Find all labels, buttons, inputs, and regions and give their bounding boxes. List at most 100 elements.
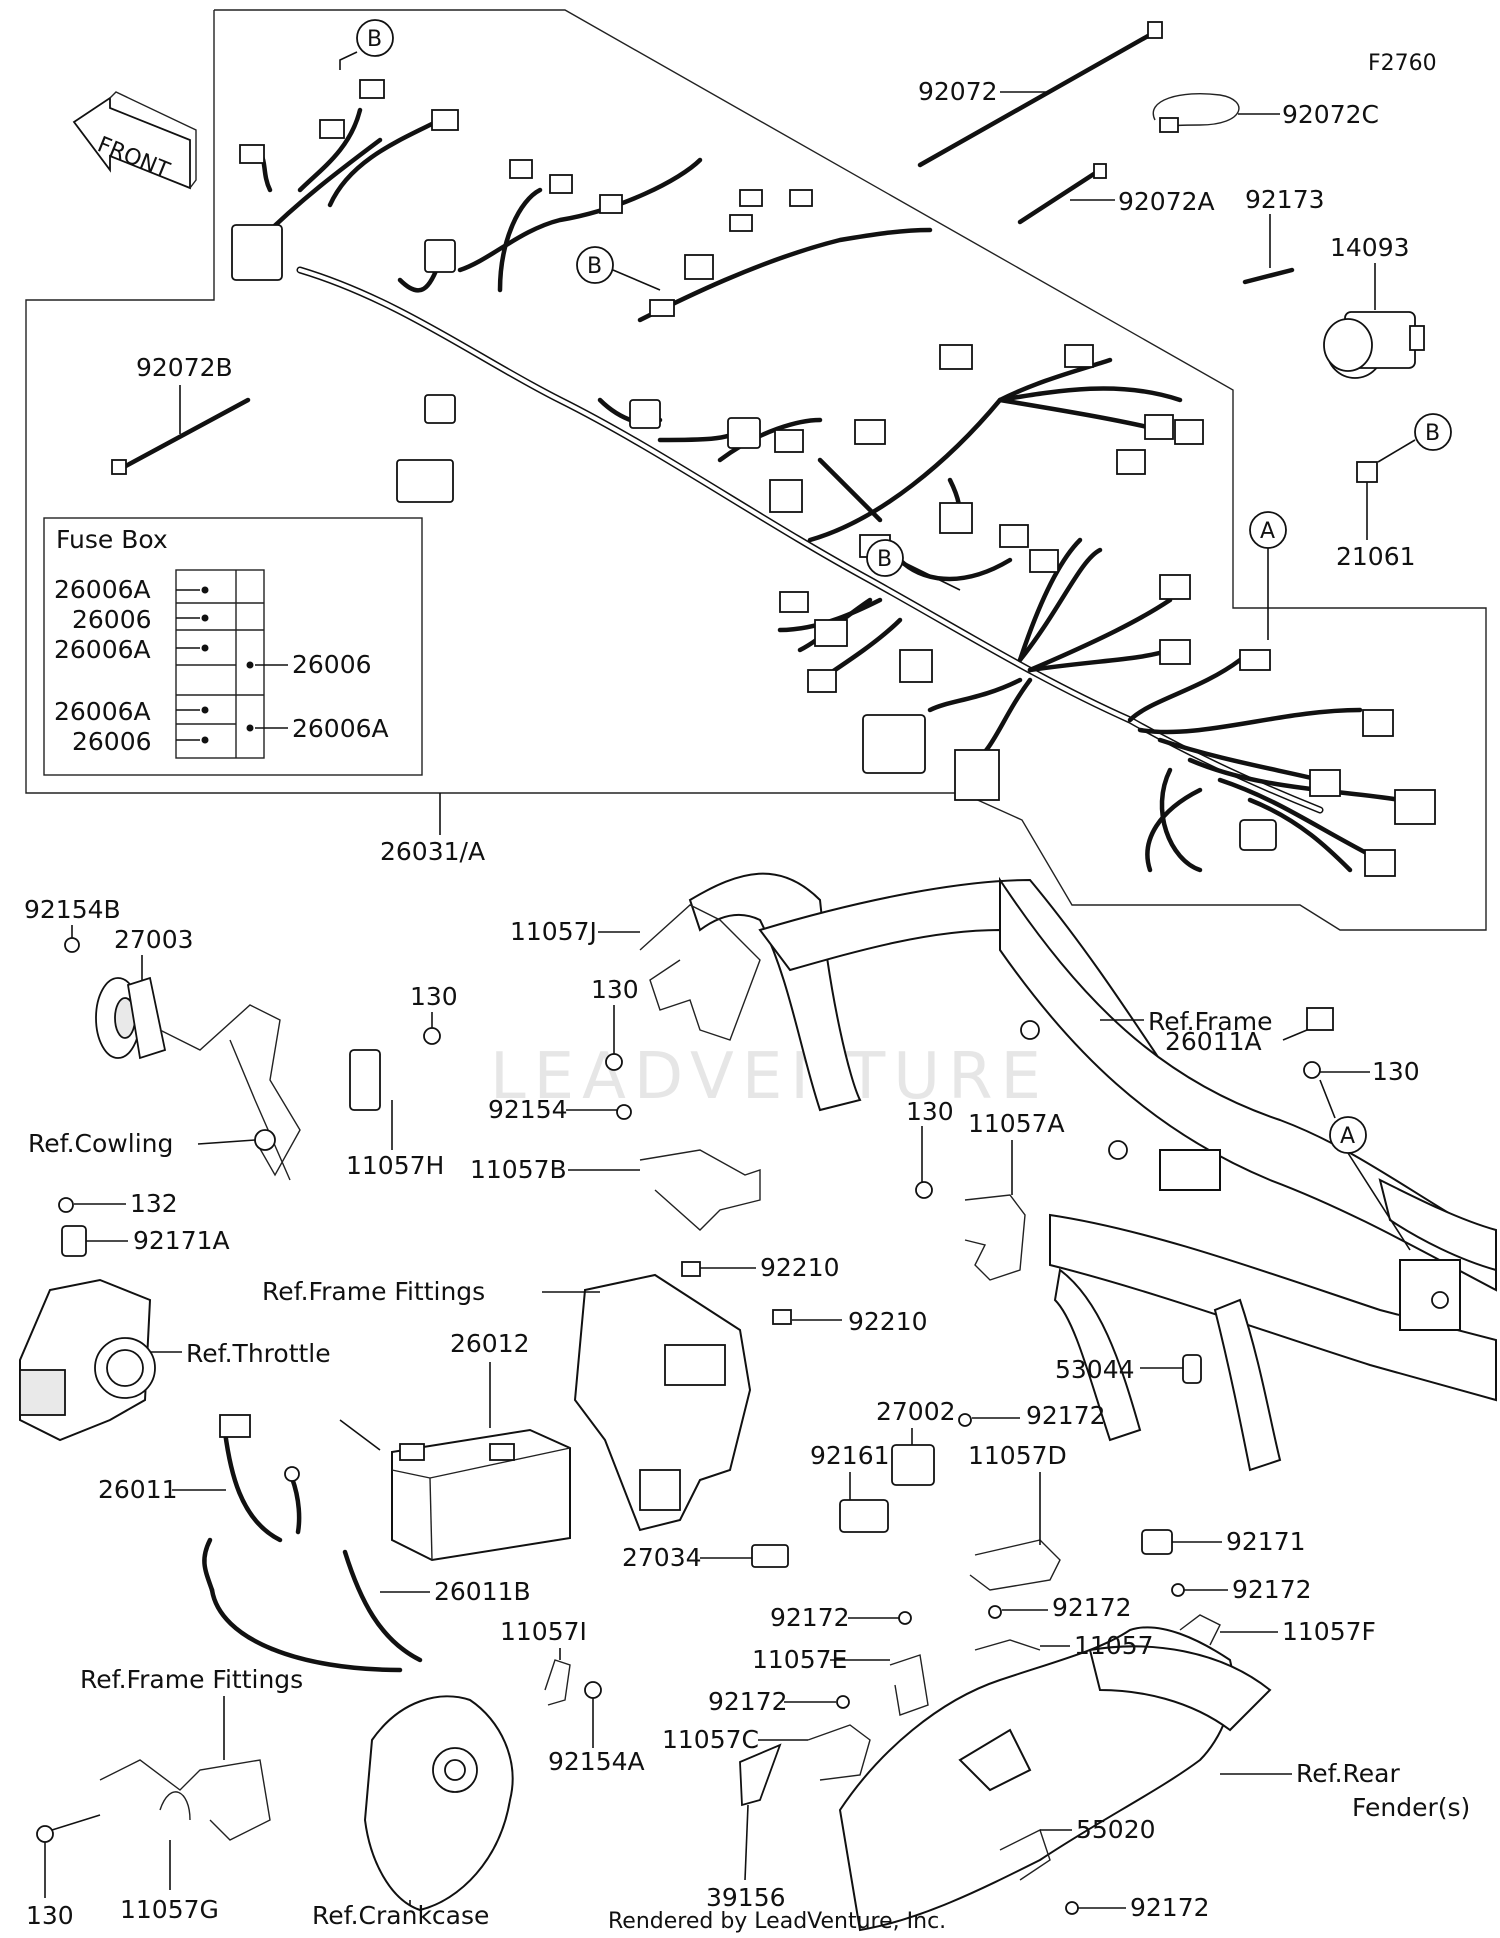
- part-label-a: A: [1340, 1124, 1355, 1149]
- part-label-p53044: 53044: [1055, 1355, 1135, 1384]
- frame-structure: Ref.Frame 130 A: [688, 872, 1497, 1472]
- part-92161: 92161: [810, 1441, 890, 1533]
- part-11057a-bracket: 11057A: [964, 1109, 1065, 1281]
- part-label-p92172-f: 92172: [1130, 1893, 1210, 1922]
- part-11057e-bracket: 92172 11057E: [752, 1603, 929, 1716]
- part-label-p92072c: 92072C: [1282, 100, 1379, 129]
- part-label-p92154b: 92154B: [24, 895, 121, 924]
- part-53044: 53044: [1055, 1354, 1202, 1384]
- fuse-box-inset: Fuse Box 26006A 26006 26006A 26006A 2600…: [43, 517, 423, 776]
- fuse-label-l0: 26006A: [54, 575, 151, 604]
- part-label-ref-frame: Ref.Frame: [1148, 1007, 1272, 1036]
- part-label-p92172-d: 92172: [770, 1603, 850, 1632]
- part-label-p92172-c: 92172: [1052, 1593, 1132, 1622]
- part-label-p27034: 27034: [622, 1543, 702, 1572]
- fuse-label-l3: 26006A: [54, 697, 151, 726]
- part-11057b-bracket: 92154 11057B 130: [470, 1095, 954, 1231]
- part-label-ref-throttle: Ref.Throttle: [186, 1339, 331, 1368]
- part-label-p92210-b: 92210: [848, 1307, 928, 1336]
- part-39156: 39156: [706, 1743, 786, 1912]
- part-label-p11057a: 11057A: [968, 1109, 1065, 1138]
- part-92072c-band: 92072C: [1152, 93, 1379, 133]
- part-label-p14093: 14093: [1330, 233, 1410, 262]
- part-label-p92072: 92072: [918, 77, 998, 106]
- part-92072a-tie: 92072A: [1017, 163, 1215, 225]
- part-label-p26011: 26011: [98, 1475, 178, 1504]
- part-11057j-bracket: 11057J 130: [510, 904, 761, 1071]
- rear-fender: Ref.Rear Fender(s): [838, 1626, 1470, 1932]
- fuse-label-l1: 26006: [72, 605, 152, 634]
- part-55020: 55020 92172: [999, 1815, 1210, 1922]
- part-label-ref-crankcase: Ref.Crankcase: [312, 1901, 489, 1930]
- part-27002: 27002: [876, 1397, 956, 1486]
- part-label-ref-frame-fittings-a: Ref.Frame Fittings: [262, 1277, 485, 1306]
- part-label-p130-e: 130: [26, 1901, 74, 1930]
- fuse-label-l2: 26006A: [54, 635, 151, 664]
- part-label-p26011a: 26011A: [1165, 1027, 1262, 1056]
- part-label-p92161: 92161: [810, 1441, 890, 1470]
- part-label-p92172-a: 92172: [1026, 1401, 1106, 1430]
- part-92173-clip: 92173: [1242, 185, 1325, 285]
- throttle-body: 132 92171A Ref.Throttle: [19, 1189, 331, 1442]
- part-11057c-bracket: 92172 11057C: [662, 1687, 871, 1781]
- part-label-b: B: [587, 254, 602, 279]
- harness-connectors: [231, 79, 1436, 877]
- part-11057d-bracket: 11057D 92172: [958, 1401, 1106, 1591]
- part-label-p130-b: 130: [591, 975, 639, 1004]
- part-label-ref-frame-fittings-b: Ref.Frame Fittings: [80, 1665, 303, 1694]
- part-92171-connector: 92171: [1141, 1527, 1306, 1556]
- part-label-ref-rear-fender: Ref.Rear: [1296, 1759, 1401, 1788]
- callout-b-top: B: [339, 19, 394, 70]
- part-label-p92171a: 92171A: [133, 1226, 230, 1255]
- part-27034: 27034: [622, 1543, 789, 1572]
- part-label-p11057f: 11057F: [1282, 1617, 1376, 1646]
- horn-assembly: 92154B 27003 130 Ref.Cowling 11057H: [24, 895, 458, 1181]
- part-label-p92172-b: 92172: [1232, 1575, 1312, 1604]
- frame-fittings-lower: Ref.Frame Fittings 130 11057G: [26, 1665, 303, 1930]
- part-14093-cap: 14093: [1323, 233, 1425, 379]
- crankcase: Ref.Crankcase: [312, 1695, 514, 1930]
- part-label-p11057b: 11057B: [470, 1155, 567, 1184]
- part-label-p11057d: 11057D: [968, 1441, 1067, 1470]
- part-label-p92072a: 92072A: [1118, 187, 1215, 216]
- callout-a-harness: A: [1249, 511, 1287, 640]
- part-label-p26012: 26012: [450, 1329, 530, 1358]
- part-label-p11057i: 11057I: [500, 1617, 587, 1646]
- part-label-p27002: 27002: [876, 1397, 956, 1426]
- front-direction-arrow: FRONT: [72, 91, 197, 190]
- part-label-p92210-a: 92210: [760, 1253, 840, 1282]
- harness-group-boundary: [25, 9, 1487, 931]
- part-label-b: B: [877, 547, 892, 572]
- part-92072b-tie: 92072B: [111, 353, 251, 475]
- callout-b-lower: B: [866, 539, 961, 591]
- part-label-p26011b: 26011B: [434, 1577, 531, 1606]
- part-label-p27003: 27003: [114, 925, 194, 954]
- callout-b-mid: B: [576, 246, 661, 291]
- part-label-ref-rear-fender-2: Fender(s): [1352, 1793, 1470, 1822]
- part-label-p92172-e: 92172: [708, 1687, 788, 1716]
- label-26031a: 26031/A: [380, 837, 485, 866]
- figure-code: F2760: [1368, 51, 1437, 76]
- part-label-p11057j: 11057J: [510, 917, 597, 946]
- part-label-p11057: 11057: [1074, 1631, 1154, 1660]
- watermark-text: LEADVENTURE: [490, 1040, 1049, 1114]
- part-label-p92072b: 92072B: [136, 353, 233, 382]
- part-label-p92154: 92154: [488, 1095, 568, 1124]
- part-label-p21061: 21061: [1336, 542, 1416, 571]
- part-label-p11057c: 11057C: [662, 1725, 759, 1754]
- part-label-p11057g: 11057G: [120, 1895, 219, 1924]
- footer-credit: Rendered by LeadVenture, Inc.: [608, 1909, 946, 1934]
- part-label-p11057h: 11057H: [346, 1151, 444, 1180]
- part-26011a: 26011A: [1165, 1007, 1334, 1056]
- battery-26012: 26012: [391, 1329, 571, 1562]
- fuse-label-r1: 26006A: [292, 714, 389, 743]
- battery-cables: 26011 26011B: [98, 1414, 531, 1673]
- part-label-p92173: 92173: [1245, 185, 1325, 214]
- part-92072-long-tie: 92072: [917, 21, 1163, 168]
- fuse-box-title: Fuse Box: [56, 525, 168, 554]
- part-label-p92171: 92171: [1226, 1527, 1306, 1556]
- fuse-label-r0: 26006: [292, 650, 372, 679]
- part-label-p132: 132: [130, 1189, 178, 1218]
- part-label-p55020: 55020: [1076, 1815, 1156, 1844]
